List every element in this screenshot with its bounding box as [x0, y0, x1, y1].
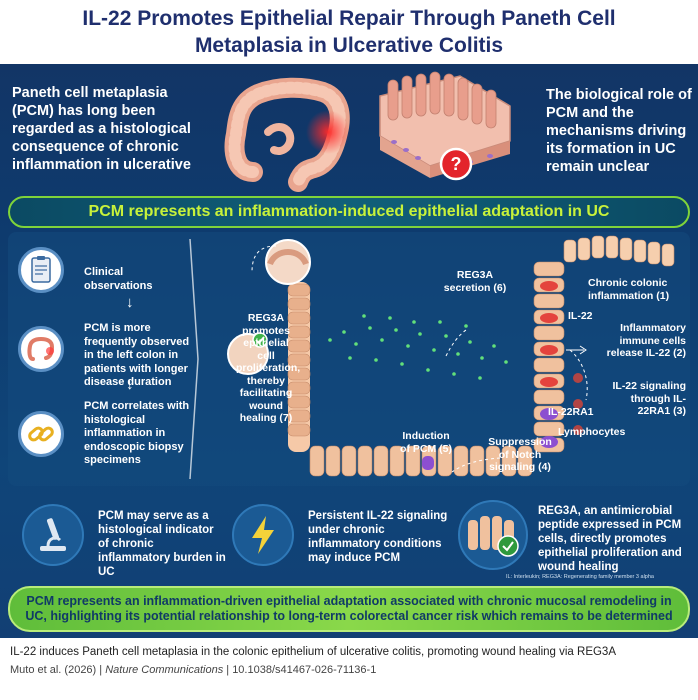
observation-left-colon: PCM is more frequently observed in the l…: [84, 322, 190, 388]
down-arrow-icon: ↓: [126, 376, 134, 393]
card-histological-indicator: PCM may serve as a histological indicato…: [98, 510, 226, 578]
epithelium-diagram: [227, 235, 675, 477]
caption-sep: |: [226, 664, 233, 676]
lymphocytes: [573, 373, 583, 435]
lymphocytes-label: Lymphocytes: [558, 426, 626, 438]
card-il22-signaling: Persistent IL-22 signaling under chronic…: [308, 510, 448, 564]
microscope-icon: [22, 504, 84, 566]
intestinal-tissue-illustration: ?: [379, 71, 511, 181]
section-divider: [189, 239, 199, 479]
card-reg3a: REG3A, an antimicrobial peptide expresse…: [538, 505, 682, 573]
caption-doi[interactable]: 10.1038/s41467-026-71136-1: [232, 664, 377, 676]
step7-label: REG3A promotes epithelial cell prolifera…: [236, 312, 301, 424]
paneth-cells-right: [540, 408, 558, 448]
paneth-cell: [422, 456, 434, 470]
clipboard-icon: [18, 247, 64, 293]
colon-icon: [18, 326, 64, 372]
intro-right-text: The biological role of PCM and the mecha…: [546, 87, 692, 175]
left-epithelium: [287, 282, 311, 452]
step3-label: IL-22 signaling through IL-22RA1 (3): [612, 380, 686, 417]
shield-icon: [458, 500, 528, 570]
conclusion-banner-text: PCM represents an inflammation-driven ep…: [25, 594, 673, 623]
step6-label: REG3A secretion (6): [443, 269, 507, 294]
clinical-observations-heading: Clinical observations: [84, 266, 153, 292]
step5-label: Induction of PCM (5): [400, 430, 452, 455]
il22ra1-label: IL-22RA1: [548, 406, 594, 418]
intro-left-text: Paneth cell metaplasia (PCM) has long be…: [12, 85, 191, 173]
caption-journal[interactable]: Nature Communications: [105, 664, 224, 676]
observation-inflammation: PCM correlates with histological inflamm…: [84, 400, 190, 466]
main-panel: Paneth cell metaplasia (PCM) has long be…: [0, 64, 698, 638]
step4-label: Suppression of Notch signaling (4): [488, 436, 552, 473]
step2-label: Inflammatory immune cells release IL-22 …: [606, 322, 686, 359]
down-arrow-icon: ↓: [126, 294, 134, 311]
reg3a-granules: [328, 314, 508, 380]
step1-label: Chronic colonic inflammation (1): [588, 277, 670, 302]
adaptation-banner-text: PCM represents an inflammation-induced e…: [88, 203, 610, 220]
il22-label: IL-22: [568, 310, 593, 322]
inflamed-cells: [540, 281, 558, 387]
caption-summary: IL-22 induces Paneth cell metaplasia in …: [10, 646, 617, 658]
caption-sep: |: [99, 664, 106, 676]
bottom-epithelium: [309, 445, 533, 477]
caption-authors: Muto et al. (2026): [10, 664, 97, 676]
lightning-icon: [232, 504, 294, 566]
caption-citation: Muto et al. (2026) | Nature Communicatio…: [10, 663, 690, 677]
link-icon: [18, 411, 64, 457]
abbreviations-footnote: IL: Interleukin; REG3A: Regenerating fam…: [506, 574, 654, 580]
question-mark: ?: [451, 154, 462, 174]
crypt-magnifier: [265, 239, 311, 285]
check-icon: [252, 332, 268, 348]
conclusion-banner: PCM represents an inflammation-driven ep…: [8, 586, 690, 632]
adaptation-banner: PCM represents an inflammation-induced e…: [8, 196, 690, 228]
figure-caption: IL-22 induces Paneth cell metaplasia in …: [10, 645, 690, 677]
figure-title: IL-22 Promotes Epithelial Repair Through…: [82, 7, 616, 57]
figure-title-area: IL-22 Promotes Epithelial Repair Through…: [0, 0, 698, 64]
question-icon: [439, 147, 473, 181]
colon-illustration: [224, 77, 350, 192]
